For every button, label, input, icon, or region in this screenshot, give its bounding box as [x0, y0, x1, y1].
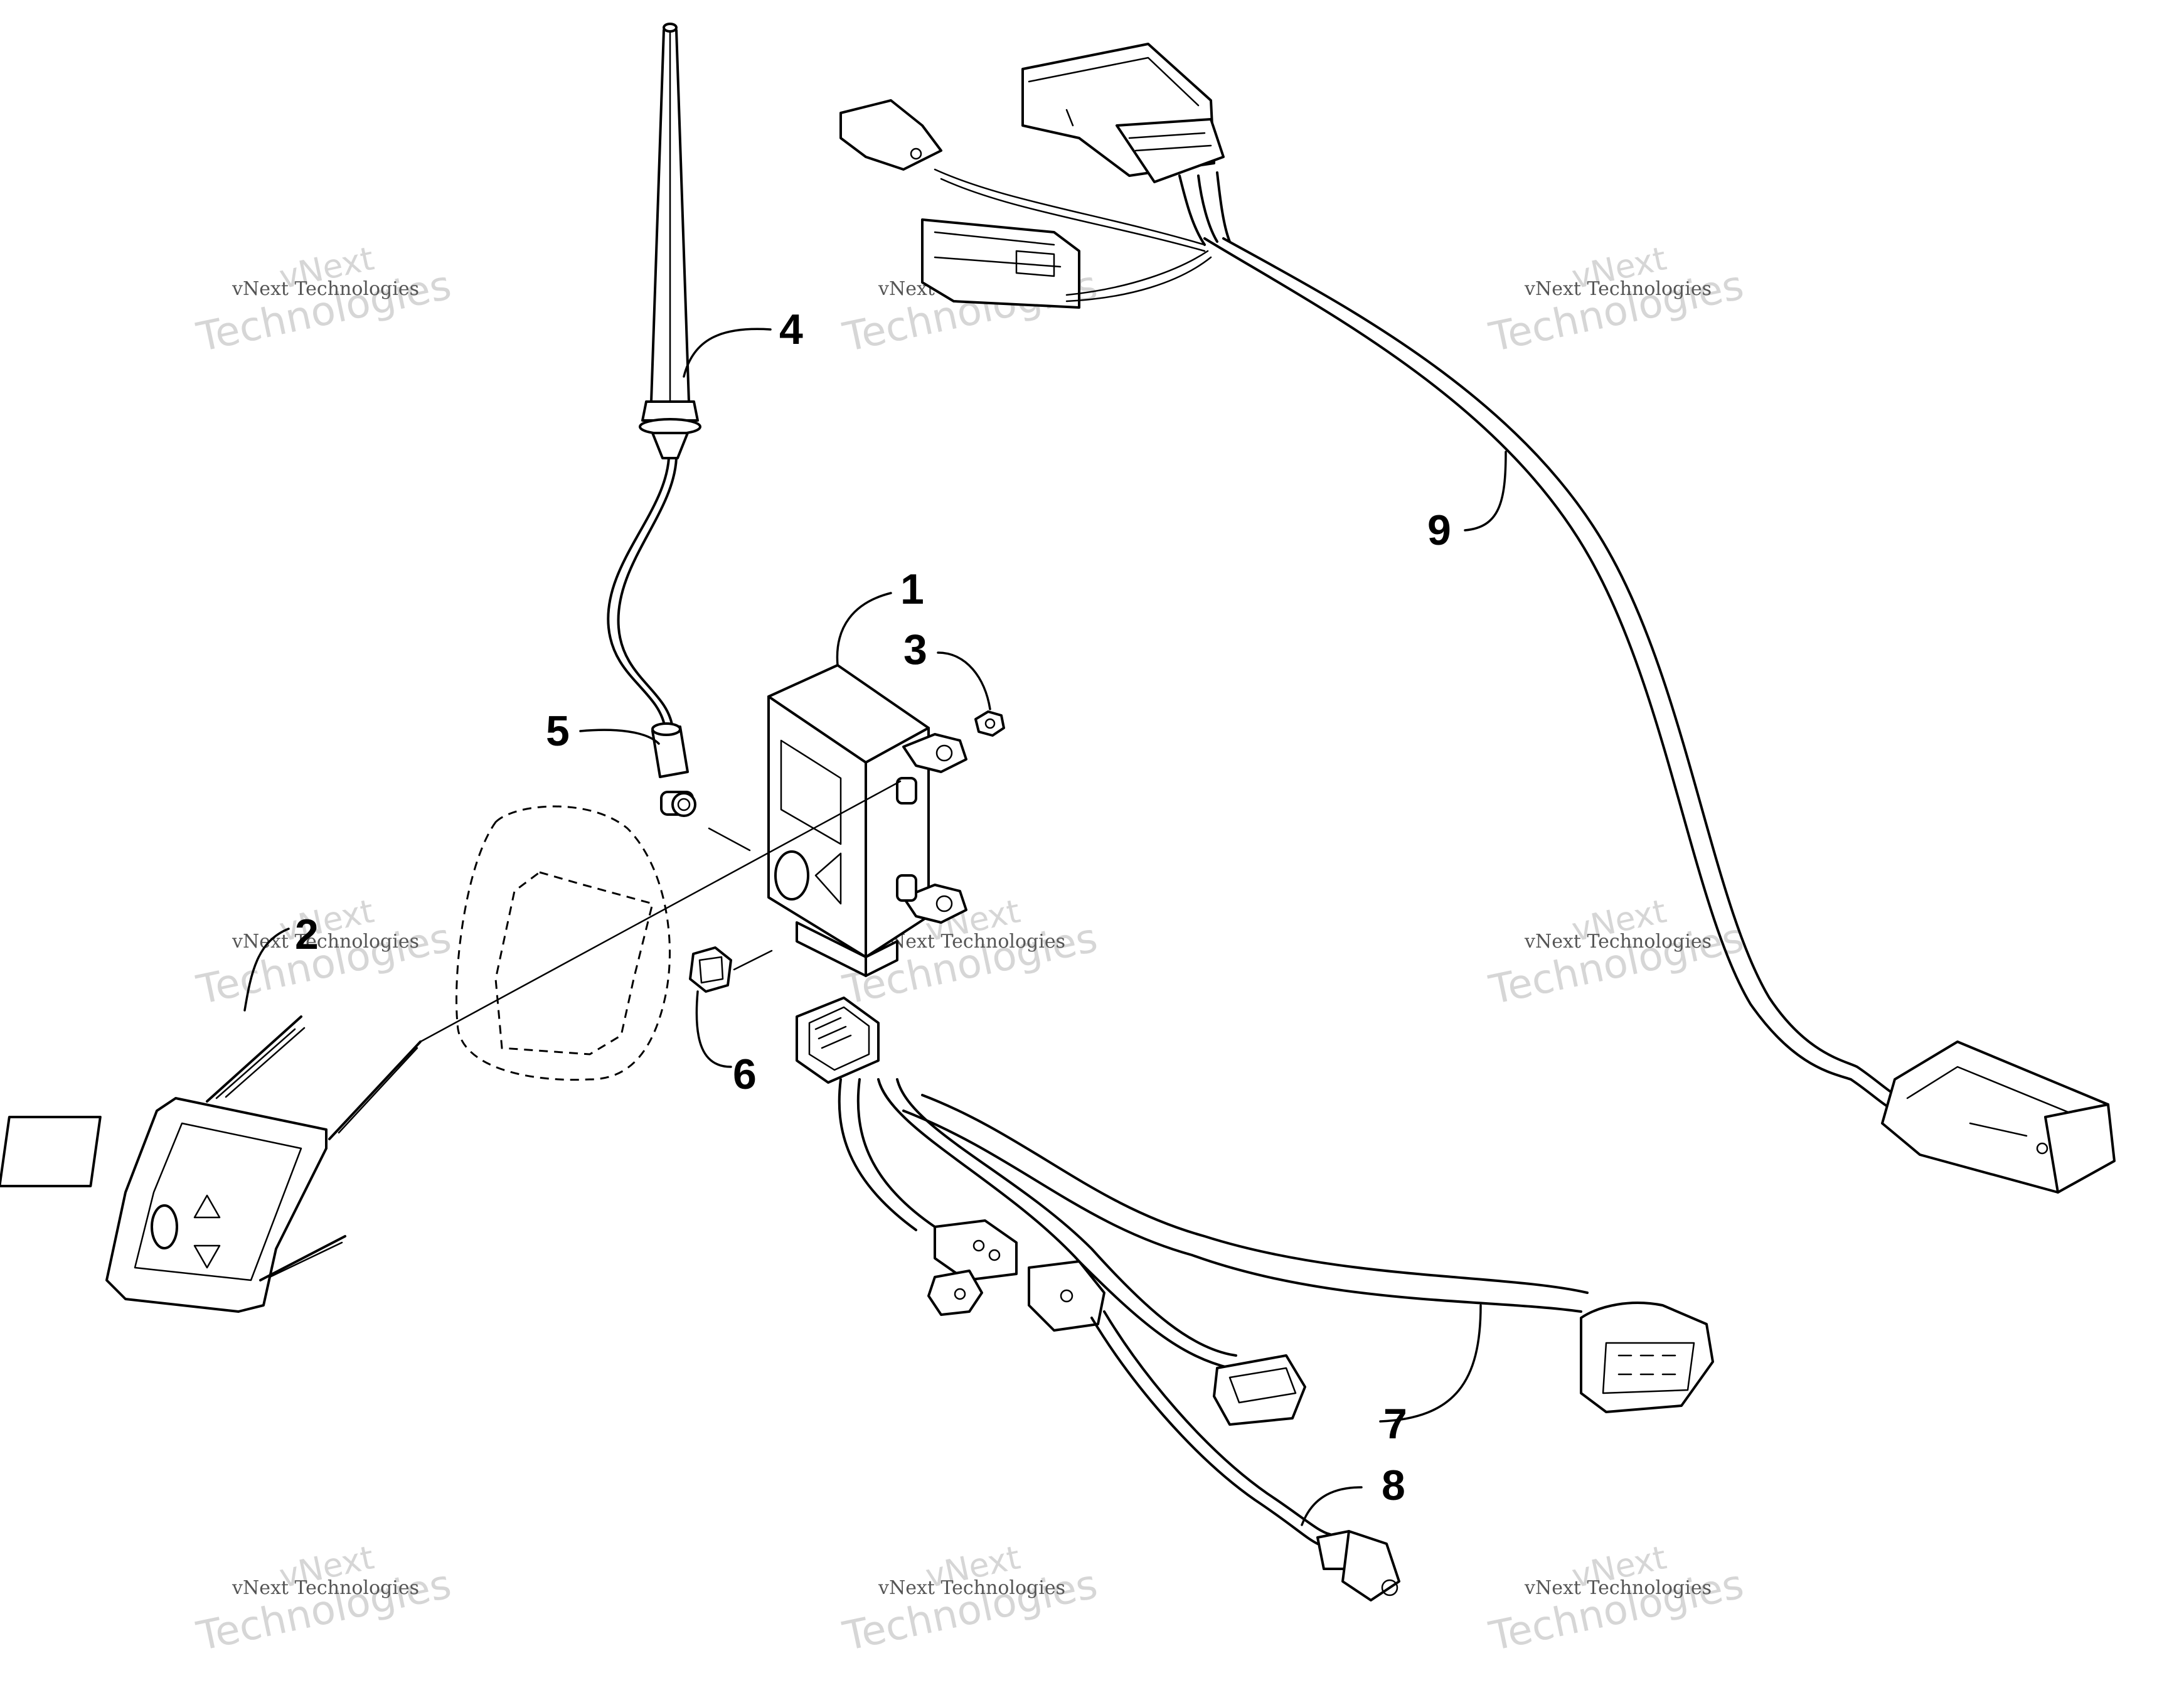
watermark-small: vNext Technologies — [878, 931, 1065, 953]
watermark-small: vNext Technologies — [232, 1577, 419, 1599]
callout-7: 7 — [1383, 1400, 1407, 1448]
watermark-small: vNext Technologies — [1524, 931, 1712, 953]
watermark-tile: vNext Technologies vNext Technologies — [839, 1539, 1102, 1660]
watermark-tile: vNext Technologies vNext Technologies — [1485, 1539, 1748, 1660]
watermark-layer: vNext Technologies vNext Technologies vN… — [193, 240, 1748, 1660]
main-harness — [839, 43, 2116, 1194]
module-harness — [796, 997, 1714, 1426]
alignment-lines — [419, 780, 902, 1043]
callout-4: 4 — [779, 306, 803, 353]
callout-labels: 1 2 3 4 5 6 7 8 9 — [295, 306, 1451, 1509]
leader-9 — [1464, 451, 1507, 532]
antenna — [607, 23, 701, 729]
watermark-small: vNext Technologies — [1524, 1577, 1712, 1599]
callout-9: 9 — [1427, 506, 1451, 554]
leader-7 — [1379, 1304, 1482, 1423]
watermark-small: vNext Technologies — [878, 1577, 1065, 1599]
leader-2 — [243, 928, 290, 1012]
watermark-tile: vNext Technologies vNext Technologies — [1485, 892, 1748, 1013]
leader-8 — [1301, 1486, 1363, 1526]
watermark-tile: vNext Technologies vNext Technologies — [1485, 240, 1748, 361]
watermark-tile: vNext Technologies vNext Technologies — [193, 892, 455, 1013]
leader-5 — [579, 729, 660, 745]
leader-3 — [937, 651, 991, 710]
leader-1 — [836, 592, 892, 666]
callout-8: 8 — [1382, 1462, 1405, 1509]
antenna-connector — [651, 722, 696, 817]
callout-2: 2 — [295, 911, 319, 958]
leader-6 — [695, 990, 732, 1068]
callout-3: 3 — [903, 626, 927, 673]
watermark-small: vNext Technologies — [232, 278, 419, 300]
nut — [974, 710, 1005, 737]
watermark-tile: vNext Technologies vNext Technologies — [193, 1539, 455, 1660]
watermark-tile: vNext Technologies vNext Technologies — [193, 240, 455, 361]
sensor-lead — [1090, 1310, 1400, 1601]
watermark-small: vNext Technologies — [232, 931, 419, 953]
callout-5: 5 — [546, 707, 570, 755]
watermark-small: vNext Technologies — [1524, 278, 1712, 300]
callout-6: 6 — [733, 1051, 757, 1098]
callout-1: 1 — [900, 565, 924, 613]
clip — [689, 946, 732, 993]
display-panel — [0, 805, 671, 1313]
callout-leaders — [243, 328, 1507, 1526]
control-module — [767, 664, 967, 977]
leader-4 — [683, 328, 772, 378]
